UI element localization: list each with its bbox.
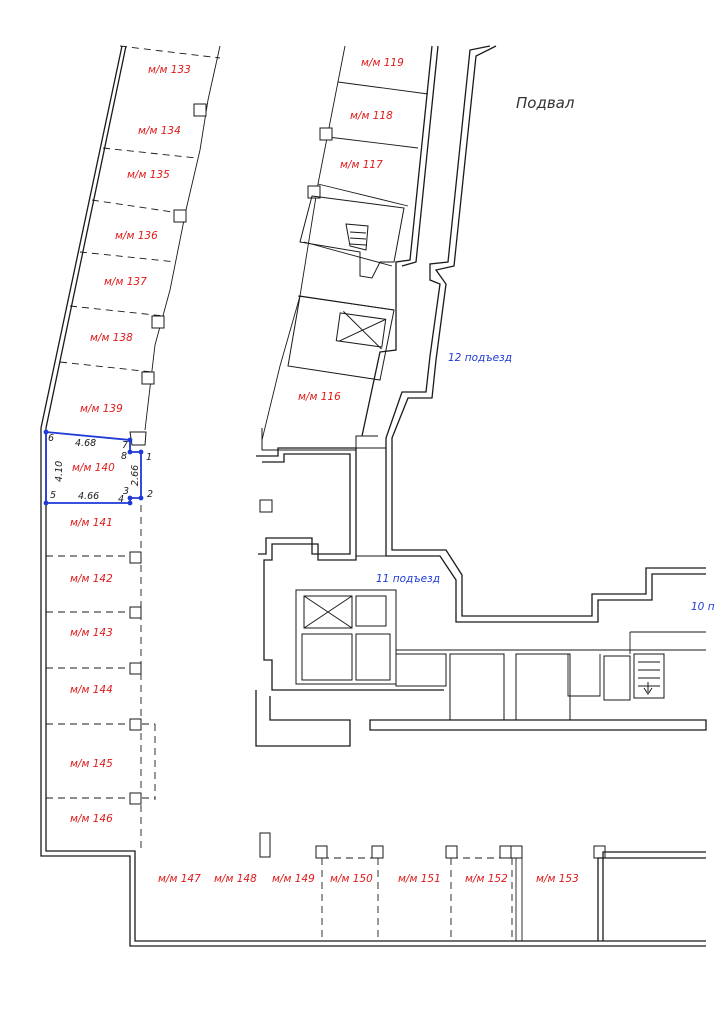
floor-title: Подвал	[516, 94, 575, 112]
left-wing-walls	[40, 45, 706, 947]
vertex-label-6: 6	[48, 433, 54, 444]
space-label-118[interactable]: м/м 118	[350, 110, 393, 122]
space-label-146[interactable]: м/м 146	[70, 813, 113, 825]
space-label-151[interactable]: м/м 151	[398, 873, 441, 885]
upper-wing-walls	[261, 45, 706, 623]
space-label-143[interactable]: м/м 143	[70, 627, 113, 639]
entrance-12-label: 12 подъезд	[448, 352, 512, 364]
space-label-149[interactable]: м/м 149	[272, 873, 315, 885]
vertex-label-5: 5	[50, 490, 56, 501]
space-label-150[interactable]: м/м 150	[330, 873, 373, 885]
space-label-119[interactable]: м/м 119	[361, 57, 404, 69]
dimension-right: 2.66	[130, 465, 141, 486]
space-label-152[interactable]: м/м 152	[465, 873, 508, 885]
space-label-153[interactable]: м/м 153	[536, 873, 579, 885]
vertex-label-3: 3	[123, 486, 129, 497]
vertex-label-7: 7	[122, 440, 128, 451]
space-label-138[interactable]: м/м 138	[90, 332, 133, 344]
highlighted-space-140[interactable]: 4.68 4.66 4.10 2.66 1 2 3 4 5 6 7 8	[43, 429, 153, 506]
vertex-label-8: 8	[121, 451, 127, 462]
space-label-136[interactable]: м/м 136	[115, 230, 158, 242]
space-label-145[interactable]: м/м 145	[70, 758, 113, 770]
space-label-142[interactable]: м/м 142	[70, 573, 113, 585]
space-label-148[interactable]: м/м 148	[214, 873, 257, 885]
space-label-135[interactable]: м/м 135	[127, 169, 170, 181]
space-label-144[interactable]: м/м 144	[70, 684, 113, 696]
entrance-10-label: 10 п	[691, 601, 715, 613]
space-label-117[interactable]: м/м 117	[340, 159, 383, 171]
space-label-116[interactable]: м/м 116	[298, 391, 341, 403]
space-label-134[interactable]: м/м 134	[138, 125, 181, 137]
space-label-137[interactable]: м/м 137	[104, 276, 147, 288]
dimension-bottom: 4.66	[78, 491, 99, 502]
dimension-left: 4.10	[54, 461, 65, 482]
parking-space-labels: м/м 133 м/м 134 м/м 135 м/м 136 м/м 137 …	[70, 57, 579, 885]
space-label-141[interactable]: м/м 141	[70, 517, 113, 529]
vertex-label-2: 2	[147, 489, 153, 500]
space-label-147[interactable]: м/м 147	[158, 873, 201, 885]
space-label-140[interactable]: м/м 140	[72, 462, 115, 474]
space-label-133[interactable]: м/м 133	[148, 64, 191, 76]
entrance-11-walls	[255, 447, 707, 747]
vertex-label-1: 1	[146, 452, 152, 463]
entrance-11-label: 11 подъезд	[376, 573, 440, 585]
bottom-row-walls	[259, 832, 706, 941]
space-label-139[interactable]: м/м 139	[80, 403, 123, 415]
dimension-top: 4.68	[75, 438, 96, 449]
vertex-label-4: 4	[118, 494, 124, 505]
